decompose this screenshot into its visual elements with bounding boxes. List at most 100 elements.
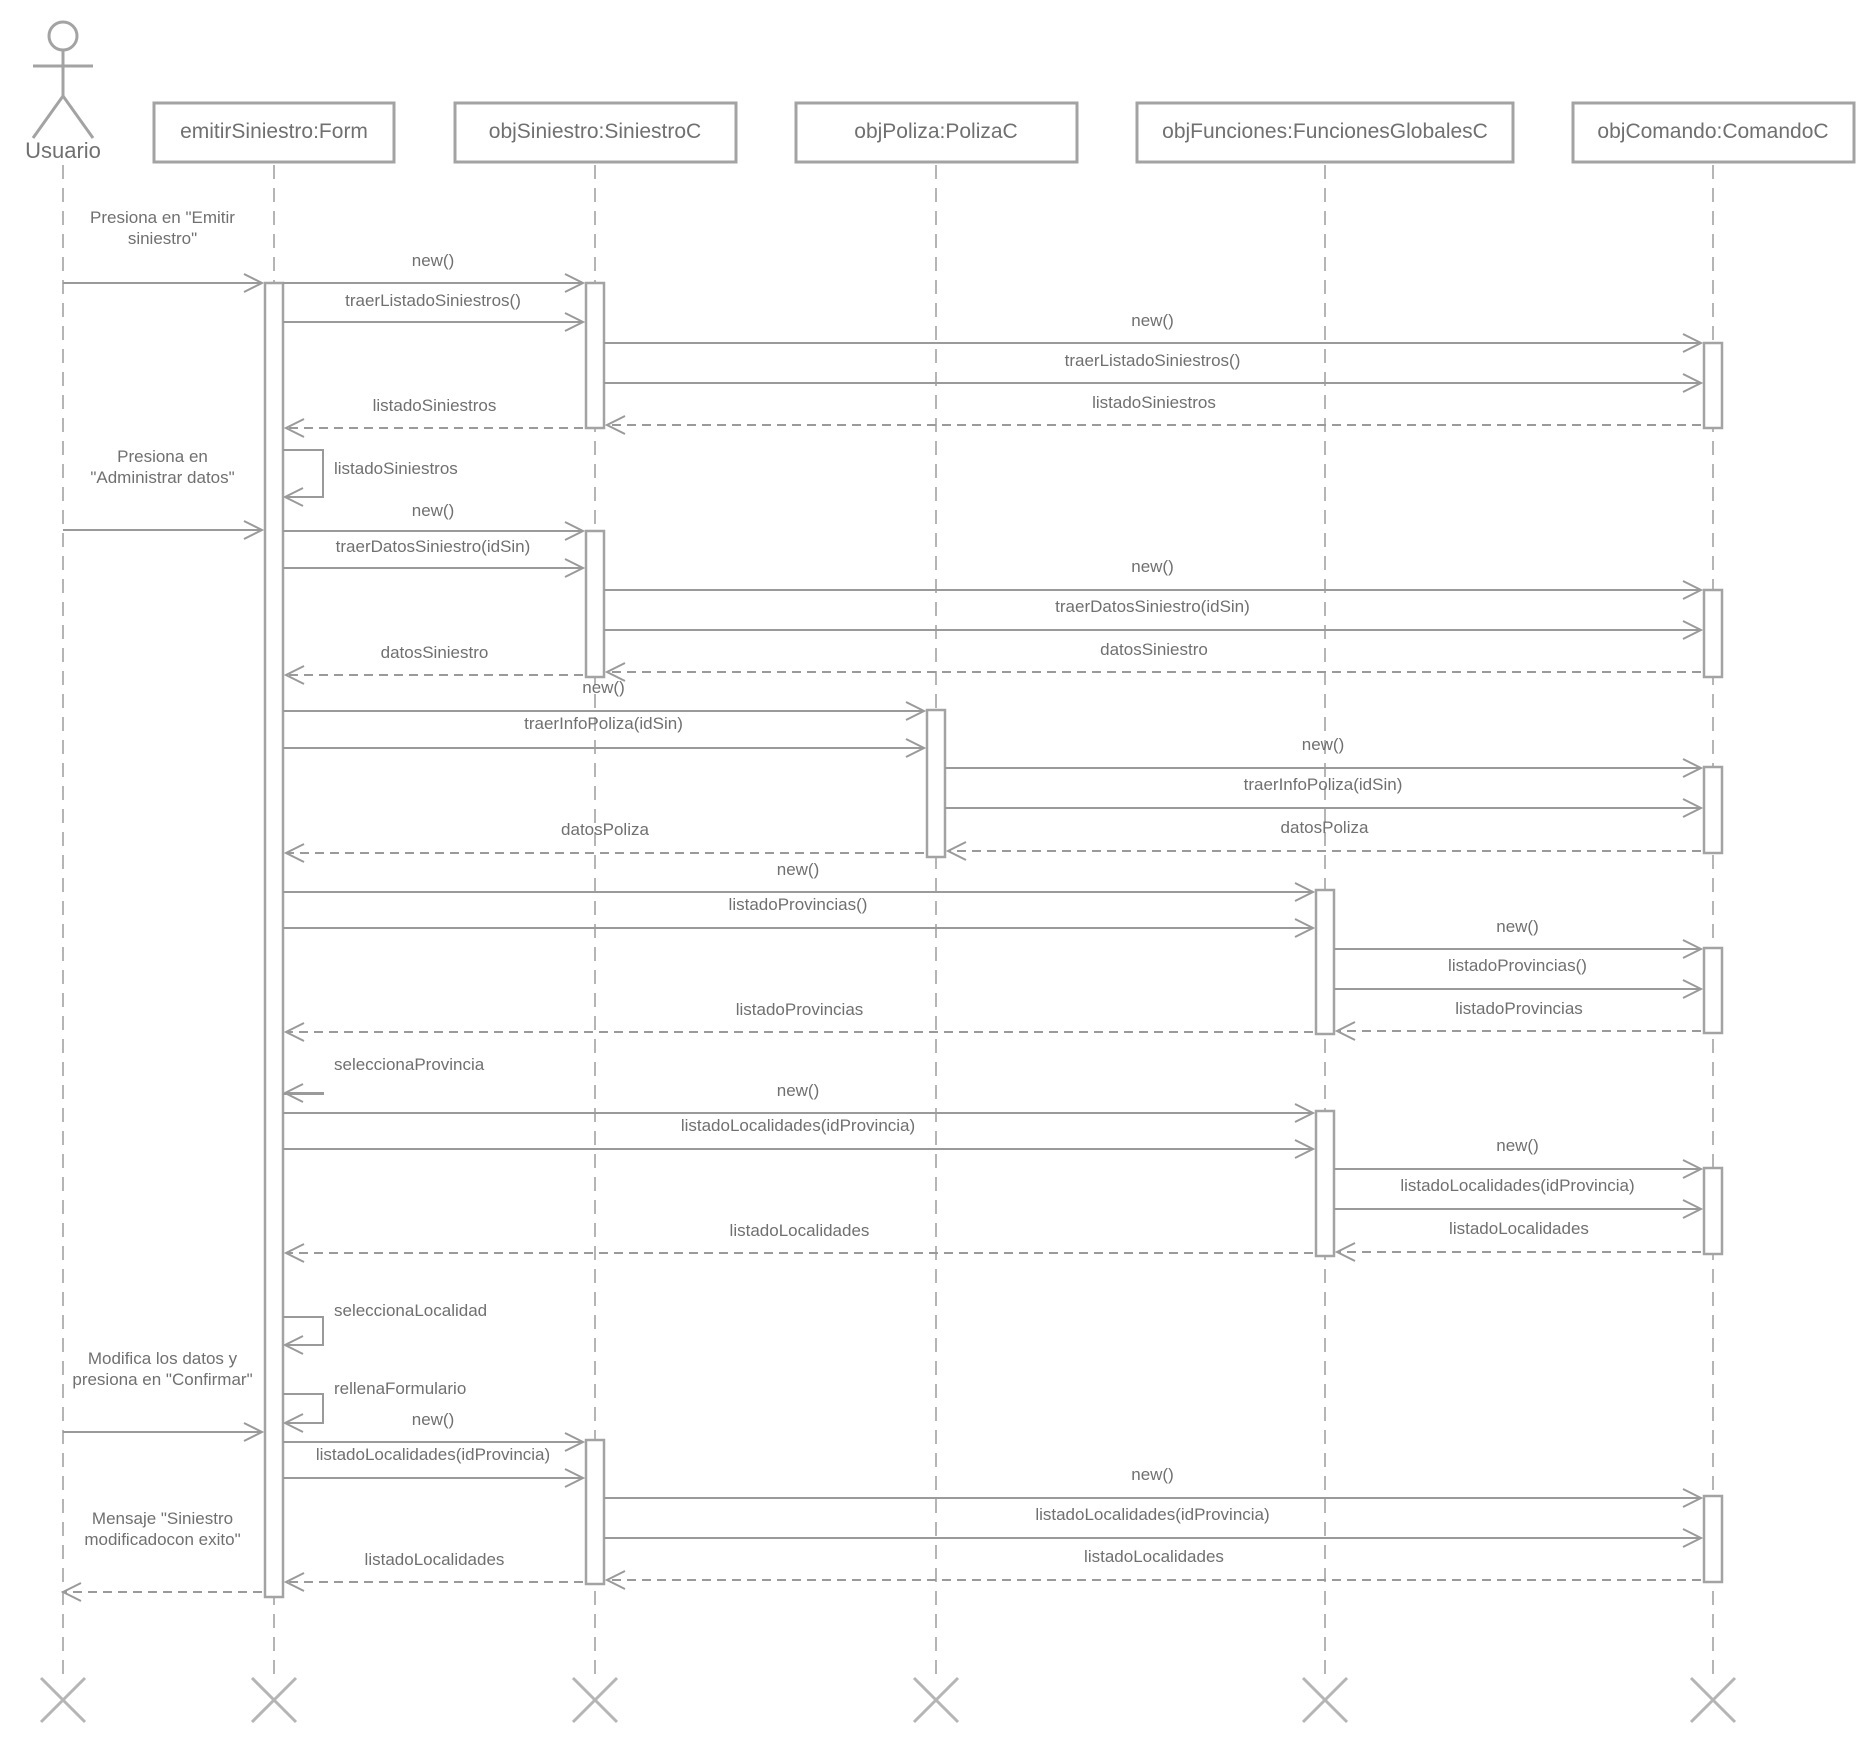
message-label-line: listadoLocalidades(idProvincia) [1400,1176,1634,1195]
arrow-head [1334,1021,1356,1041]
participant-obj-siniestro: objSiniestro:SiniestroC [453,101,738,164]
message-call: listadoLocalidades(idProvincia) [283,1116,1316,1159]
arrow-head [1682,333,1704,353]
message-label: new() [1496,917,1539,936]
activation-bars [263,281,1724,1599]
arrow-head [1682,580,1704,600]
message-return: listadoProvincias [283,1000,1313,1042]
message-label-line: new() [412,501,455,520]
message-return: datosPoliza [945,818,1701,861]
participant-label: objComando:ComandoC [1597,120,1828,143]
message-return: listadoSiniestros [604,393,1701,435]
participant-box [152,101,396,164]
participant-emitir-siniestro: emitirSiniestro:Form [152,101,396,164]
message-label: new() [412,251,455,270]
arrow-head [945,841,967,861]
message-label: traerListadoSiniestros() [1065,351,1241,370]
arrow-head [1294,1103,1316,1123]
message-label-line: traerListadoSiniestros() [1065,351,1241,370]
participant-label: objFunciones:FuncionesGlobalesC [1162,120,1488,143]
participant-label: objPoliza:PolizaC [854,120,1017,143]
message-label-line: new() [412,1410,455,1429]
message-call: new() [604,311,1704,353]
message-call: listadoProvincias() [1334,956,1704,999]
arrow-head [1682,979,1704,999]
message-label: datosPoliza [1281,818,1369,837]
message-label: traerInfoPoliza(idSin) [1244,775,1403,794]
message-call: new() [1334,917,1704,959]
participant-obj-poliza: objPoliza:PolizaC [794,101,1079,164]
message-call: new() [945,735,1704,778]
actor-leg-right [61,95,95,139]
destroy-mark [571,1676,619,1724]
actor-head [47,20,79,52]
self-call-line [283,1393,324,1424]
destroy-mark [39,1676,87,1724]
destroy-mark [1689,1676,1737,1724]
message-call: new() [1334,1136,1704,1179]
arrow-head [1682,758,1704,778]
participant-box [453,101,738,164]
message-label-line: modificadocon exito" [84,1530,240,1549]
activation-bar [1702,341,1724,430]
message-label-line: traerDatosSiniestro(idSin) [336,537,531,556]
message-call: new() [283,860,1316,902]
message-label-line: listadoLocalidades(idProvincia) [316,1445,550,1464]
message-label: listadoLocalidades(idProvincia) [1035,1505,1269,1524]
message-label: listadoLocalidades [365,1550,505,1569]
arrow-head [282,487,304,507]
message-label: seleccionaLocalidad [334,1301,487,1320]
arrow-head [604,415,626,435]
message-label-line: listadoProvincias [736,1000,864,1019]
message-call: listadoLocalidades(idProvincia) [1334,1176,1704,1219]
self-call-line [283,1092,324,1095]
arrow-head [564,312,586,332]
message-label-line: traerDatosSiniestro(idSin) [1055,597,1250,616]
message-call: traerInfoPoliza(idSin) [283,714,927,758]
message-label: datosSiniestro [381,643,489,662]
arrow-head [905,701,927,721]
message-label-line: new() [1496,1136,1539,1155]
arrow-head [243,1422,265,1442]
message-call: Presiona en "Emitir siniestro" [63,208,265,293]
activation-bar [1702,946,1724,1035]
message-call: new() [283,501,586,541]
message-return: datosSiniestro [283,643,583,685]
self-call-line [283,1316,324,1346]
message-label-line: presiona en "Confirmar" [72,1370,252,1389]
message-label: new() [777,860,820,879]
message-label-line: siniestro" [128,229,197,248]
arrow-head [1294,1139,1316,1159]
arrow-head [564,273,586,293]
message-label-line: listadoLocalidades(idProvincia) [681,1116,915,1135]
message-label-line: listadoProvincias() [1448,956,1587,975]
message-label-line: datosSiniestro [381,643,489,662]
message-call: listadoLocalidades(idProvincia) [604,1505,1704,1548]
message-call: Presiona en"Administrar datos" [63,447,265,540]
message-return: listadoLocalidades [1334,1219,1701,1262]
activation-bar [584,1438,606,1586]
message-label: traerInfoPoliza(idSin) [524,714,683,733]
message-label-line: new() [1131,557,1174,576]
arrow-head [283,418,305,438]
message-label-line: listadoProvincias [1455,999,1583,1018]
message-label: Presiona en "Emitir siniestro" [90,208,235,248]
activation-bar [263,281,285,1599]
message-call: new() [604,1465,1704,1508]
arrow-head [905,738,927,758]
message-label-line: datosPoliza [561,820,649,839]
message-self: seleccionaLocalidad [282,1301,487,1355]
message-label-line: Presiona en "Emitir [90,208,235,227]
message-label-line: listadoSiniestros [1092,393,1216,412]
message-call: listadoProvincias() [283,895,1316,938]
message-label-line: Modifica los datos y [88,1349,238,1368]
message-label-line: listadoLocalidades [365,1550,505,1569]
arrow-head [283,1572,305,1592]
participant-heads: Usuario emitirSiniestro:Form objSiniestr… [25,20,1856,164]
message-label: traerDatosSiniestro(idSin) [1055,597,1250,616]
message-label: Modifica los datos y presiona en "Confirm… [72,1349,252,1389]
message-return: listadoLocalidades [283,1221,1313,1263]
message-label-line: new() [777,860,820,879]
